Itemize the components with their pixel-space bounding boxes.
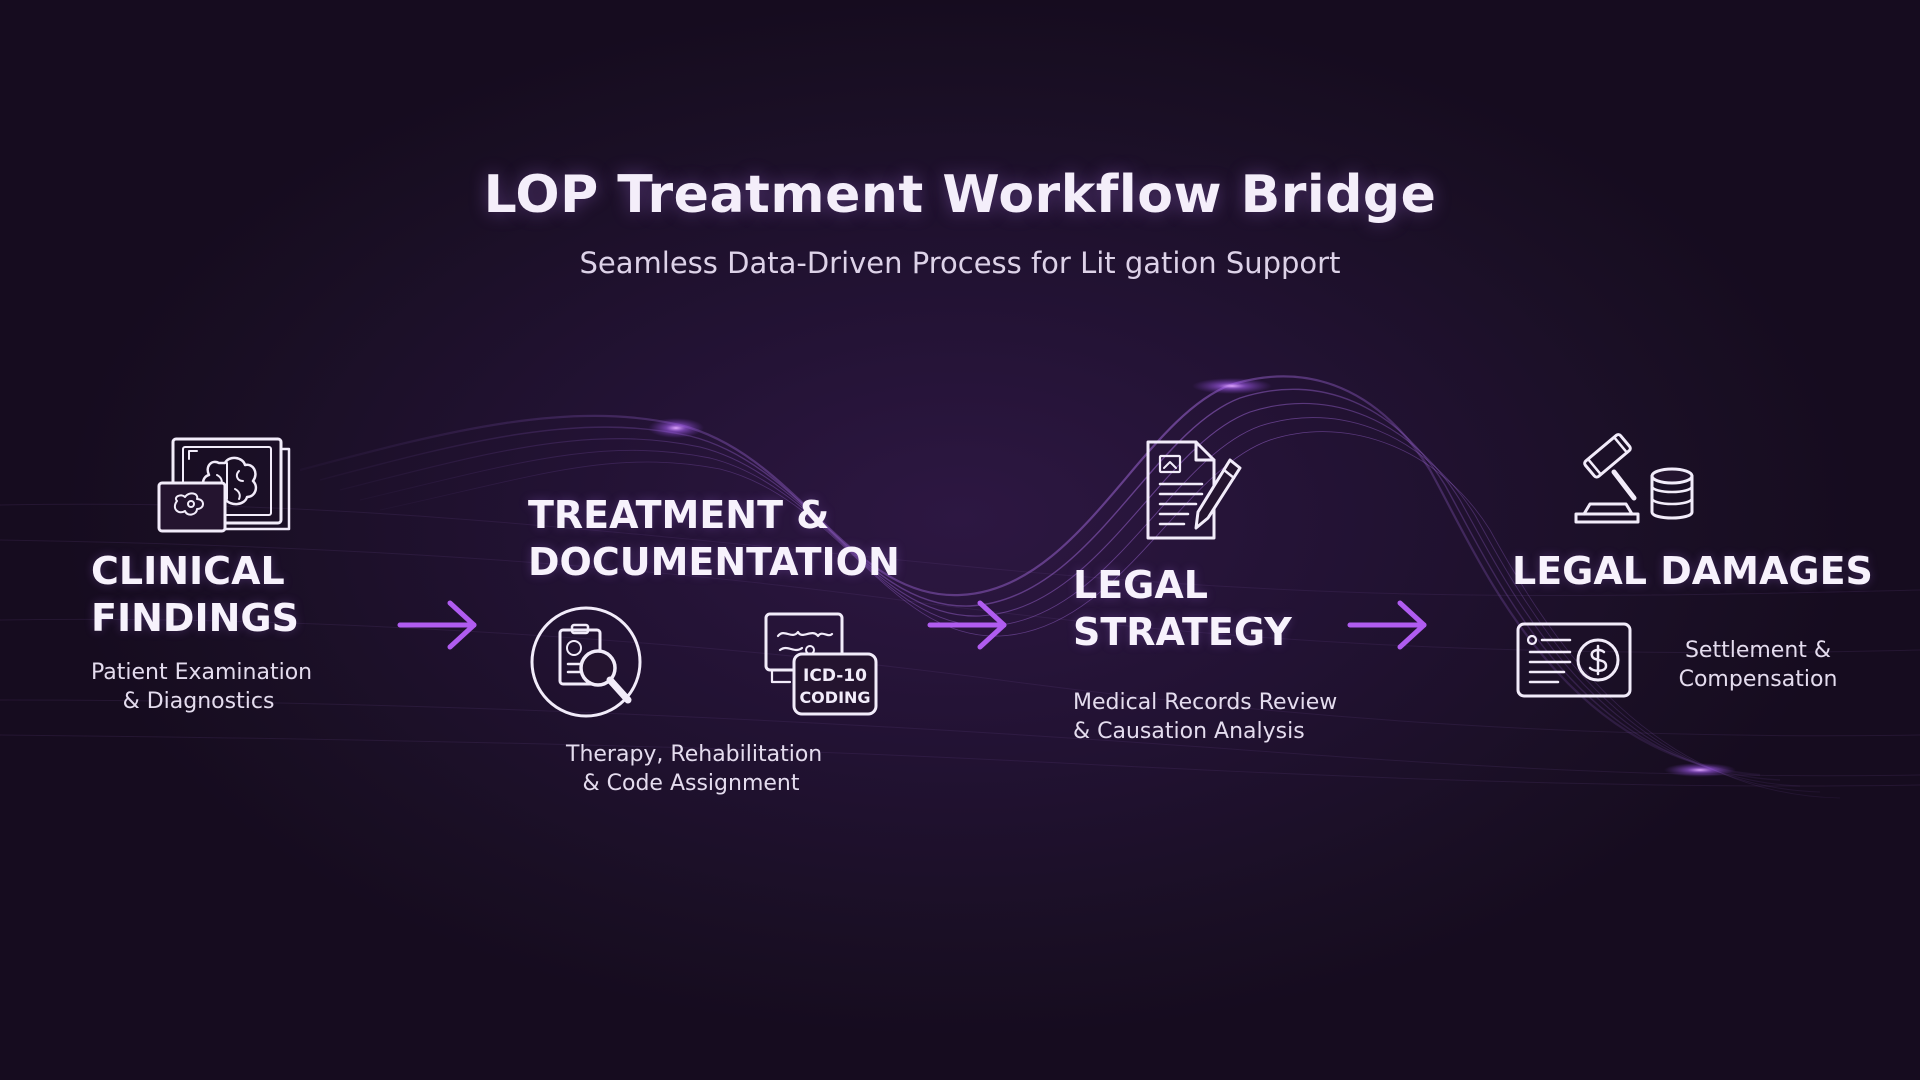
stage-title-line: DOCUMENTATION xyxy=(528,540,900,584)
stage-desc-line: Patient Examination xyxy=(91,660,313,685)
glow-point-left xyxy=(648,418,704,438)
stage-desc-line: Settlement & xyxy=(1684,638,1832,663)
arrow-right-icon xyxy=(397,600,477,650)
stage-treatment-title: TREATMENT & DOCUMENTATION xyxy=(528,492,900,586)
stage-desc-line: Compensation xyxy=(1678,667,1838,692)
stage-clinical-findings-desc: Patient Examination & Diagnostics xyxy=(91,658,313,716)
stage-clinical-findings-title: CLINICAL FINDINGS xyxy=(91,548,299,642)
clipboard-magnifier-icon xyxy=(530,606,642,718)
icd-10-coding-badge: ICD-10 CODING xyxy=(764,612,878,716)
glow-point-bottom xyxy=(1664,763,1736,777)
arrow-right-icon xyxy=(927,600,1007,650)
glow-point-top xyxy=(1192,378,1272,394)
arrow-right-icon xyxy=(1347,600,1427,650)
page-subtitle: Seamless Data-Driven Process for Lit gat… xyxy=(579,246,1341,280)
stage-desc-line: & Code Assignment xyxy=(582,771,800,796)
stage-desc-line: & Causation Analysis xyxy=(1073,719,1305,744)
money-card-icon xyxy=(1516,622,1632,698)
flow-wave-lines xyxy=(299,375,1841,799)
gavel-coins-icon xyxy=(1574,433,1694,524)
stage-title-line: LEGAL DAMAGES xyxy=(1512,549,1873,593)
stage-title-line: LEGAL xyxy=(1073,563,1208,607)
stage-desc-line: Medical Records Review xyxy=(1073,690,1338,715)
page-title: LOP Treatment Workflow Bridge xyxy=(483,165,1437,225)
stage-legal-strategy-desc: Medical Records Review & Causation Analy… xyxy=(1073,688,1337,746)
document-pen-icon xyxy=(1146,440,1242,540)
stage-treatment-desc: Therapy, Rehabilitation & Code Assignmen… xyxy=(566,740,823,798)
stage-title-line: TREATMENT & xyxy=(528,493,830,537)
stage-legal-strategy-title: LEGAL STRATEGY xyxy=(1073,562,1292,656)
stage-title-line: STRATEGY xyxy=(1073,610,1292,654)
stage-title-line: CLINICAL xyxy=(91,549,285,593)
stage-desc-line: Therapy, Rehabilitation xyxy=(566,742,823,767)
coding-label: CODING xyxy=(799,688,870,707)
icd-10-label: ICD-10 xyxy=(803,666,867,686)
stage-title-line: FINDINGS xyxy=(91,596,299,640)
stage-legal-damages-title: LEGAL DAMAGES xyxy=(1512,548,1873,595)
brain-scan-icon xyxy=(157,437,291,533)
stage-desc-line: & Diagnostics xyxy=(122,689,275,714)
stage-legal-damages-desc: Settlement & Compensation xyxy=(1668,636,1848,694)
